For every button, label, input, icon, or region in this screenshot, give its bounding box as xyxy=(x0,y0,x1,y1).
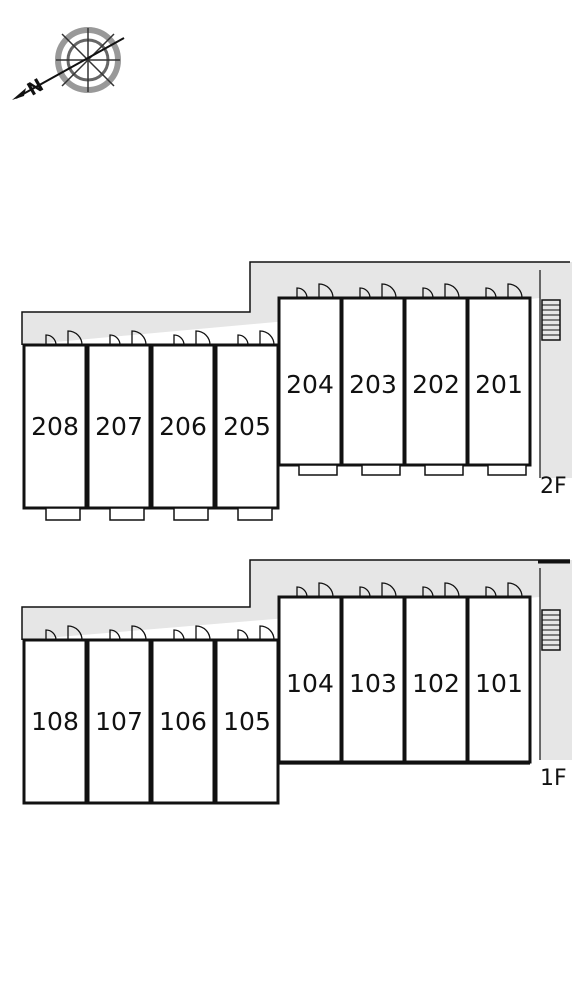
door-205-icon xyxy=(237,330,275,346)
balcony-205 xyxy=(237,507,273,521)
north-arrow-icon xyxy=(12,88,26,100)
room-label-206: 206 xyxy=(159,412,207,441)
balcony-207 xyxy=(109,507,145,521)
room-label-108: 108 xyxy=(31,707,79,736)
room-207: 207 xyxy=(86,330,152,521)
door-104-icon xyxy=(296,582,334,598)
room-label-204: 204 xyxy=(286,370,334,399)
door-203-icon xyxy=(359,283,397,299)
corridor-1f xyxy=(22,560,572,760)
room-label-105: 105 xyxy=(223,707,271,736)
room-label-201: 201 xyxy=(475,370,523,399)
room-203: 203 xyxy=(340,283,406,476)
room-206: 206 xyxy=(150,330,216,521)
room-label-208: 208 xyxy=(31,412,79,441)
corridor-2f xyxy=(22,262,572,478)
north-label: N xyxy=(24,75,48,101)
corridor-edge-1f xyxy=(21,559,570,640)
door-207-icon xyxy=(109,330,147,346)
floor-label-1f: 1F xyxy=(540,766,567,791)
room-label-203: 203 xyxy=(349,370,397,399)
room-202: 202 xyxy=(403,283,469,476)
room-106: 106 xyxy=(150,625,216,805)
room-201: 201 xyxy=(466,283,532,476)
room-108: 108 xyxy=(22,625,88,805)
room-205: 205 xyxy=(214,330,280,521)
staircase-1f xyxy=(541,609,561,651)
door-101-icon xyxy=(485,582,523,598)
room-204: 204 xyxy=(277,283,343,476)
balcony-201 xyxy=(487,464,527,476)
floor-1f-plan: 108 107 106 105 104 103 102 101 1F xyxy=(21,559,572,805)
door-106-icon xyxy=(173,625,211,641)
compass-rose-icon: N xyxy=(12,27,125,101)
room-101: 101 xyxy=(466,582,532,764)
door-201-icon xyxy=(485,283,523,299)
room-104: 104 xyxy=(277,582,343,764)
door-105-icon xyxy=(237,625,275,641)
door-102-icon xyxy=(422,582,460,598)
room-102: 102 xyxy=(403,582,469,764)
balcony-202 xyxy=(424,464,464,476)
staircase-2f xyxy=(541,299,561,341)
room-label-103: 103 xyxy=(349,669,397,698)
door-202-icon xyxy=(422,283,460,299)
door-206-icon xyxy=(173,330,211,346)
room-208: 208 xyxy=(22,330,88,521)
corridor-edge-2f xyxy=(21,261,570,345)
balcony-208 xyxy=(45,507,81,521)
room-label-102: 102 xyxy=(412,669,460,698)
door-103-icon xyxy=(359,582,397,598)
floor-2f-plan: 208 207 206 205 204 203 202 201 2F xyxy=(21,261,572,521)
room-label-107: 107 xyxy=(95,707,143,736)
balcony-204 xyxy=(298,464,338,476)
room-label-207: 207 xyxy=(95,412,143,441)
door-107-icon xyxy=(109,625,147,641)
room-label-101: 101 xyxy=(475,669,523,698)
door-204-icon xyxy=(296,283,334,299)
room-105: 105 xyxy=(214,625,280,805)
floor-label-2f: 2F xyxy=(540,474,567,499)
door-108-icon xyxy=(45,625,83,641)
door-208-icon xyxy=(45,330,83,346)
balcony-206 xyxy=(173,507,209,521)
room-label-202: 202 xyxy=(412,370,460,399)
room-label-104: 104 xyxy=(286,669,334,698)
room-label-205: 205 xyxy=(223,412,271,441)
room-label-106: 106 xyxy=(159,707,207,736)
room-103: 103 xyxy=(340,582,406,764)
room-107: 107 xyxy=(86,625,152,805)
balcony-203 xyxy=(361,464,401,476)
